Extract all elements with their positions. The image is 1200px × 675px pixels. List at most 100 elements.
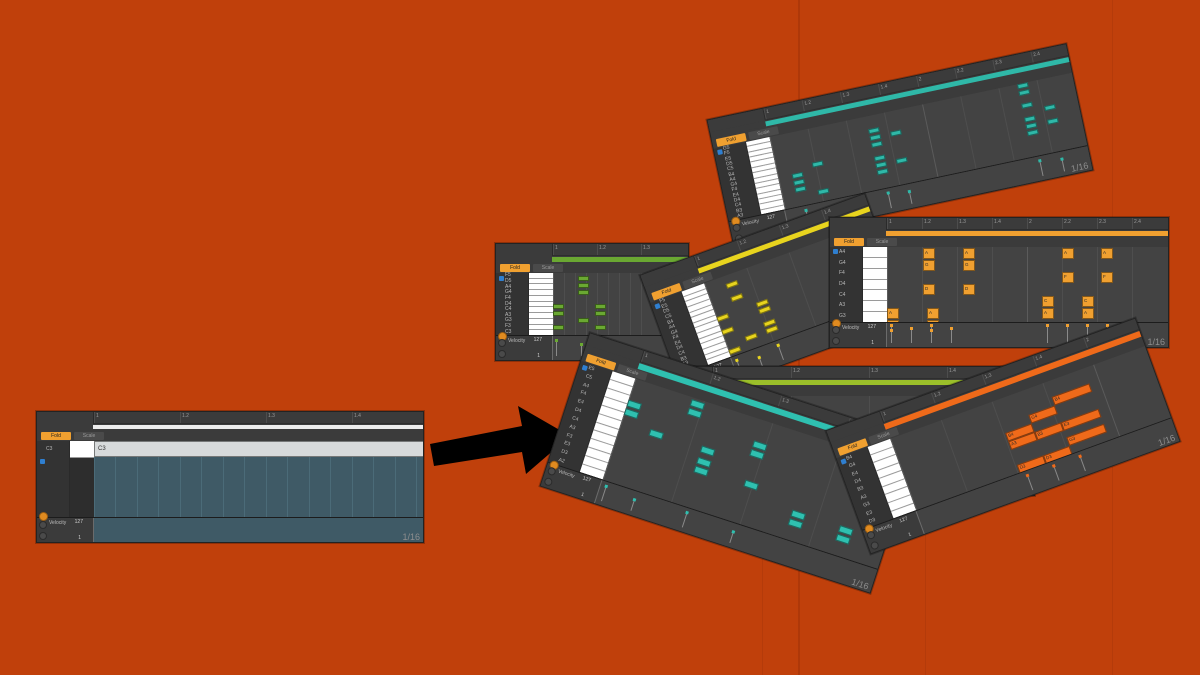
velocity-toggle-icon[interactable] bbox=[39, 521, 47, 529]
grid-resolution-label[interactable]: 1/16 bbox=[850, 576, 871, 592]
loop-brace-row[interactable] bbox=[830, 230, 1168, 236]
midi-note[interactable] bbox=[873, 154, 886, 162]
midi-note[interactable] bbox=[793, 178, 805, 186]
midi-note[interactable] bbox=[890, 129, 902, 137]
midi-note[interactable] bbox=[648, 428, 664, 440]
midi-note[interactable]: A bbox=[1082, 308, 1094, 319]
midi-note[interactable]: A bbox=[887, 308, 899, 319]
note-grid[interactable]: A G D A G D A G A G C A A F C A A F bbox=[887, 247, 1168, 322]
midi-note[interactable]: F bbox=[1101, 272, 1113, 283]
grid-resolution-label[interactable]: 1/16 bbox=[1070, 160, 1090, 174]
midi-note[interactable]: B3 bbox=[1034, 422, 1064, 441]
velocity-toggle-icon[interactable] bbox=[832, 326, 840, 334]
editor-body[interactable]: A4 G4 F4 D4 C4 A3 G3 A G bbox=[830, 247, 1168, 323]
velocity-expand-icon[interactable] bbox=[39, 532, 47, 540]
grid-resolution-label[interactable]: 1/16 bbox=[1147, 337, 1165, 347]
midi-note[interactable]: C bbox=[1082, 296, 1094, 307]
midi-note[interactable] bbox=[595, 325, 606, 330]
midi-note[interactable]: A bbox=[963, 248, 975, 259]
editor-body[interactable]: C3 C3 bbox=[37, 441, 423, 517]
fold-button[interactable]: Fold bbox=[41, 431, 71, 440]
key-column[interactable]: F5 D5 A4 G4 F4 D4 C4 A3 G3 F3 C3 bbox=[496, 273, 553, 336]
velocity-lane-row[interactable]: Velocity 127 1 1/16 bbox=[37, 517, 423, 542]
midi-note[interactable] bbox=[699, 445, 716, 457]
midi-note[interactable] bbox=[578, 283, 589, 288]
velocity-toggle-icon[interactable] bbox=[498, 339, 506, 347]
midi-note[interactable] bbox=[868, 127, 880, 135]
midi-note[interactable] bbox=[1024, 115, 1036, 123]
midi-note[interactable]: A bbox=[1042, 308, 1054, 319]
midi-note[interactable] bbox=[553, 325, 564, 330]
velocity-expand-icon[interactable] bbox=[869, 540, 880, 551]
midi-note[interactable] bbox=[725, 280, 739, 289]
loop-brace-row[interactable] bbox=[496, 256, 688, 262]
midi-note[interactable] bbox=[553, 304, 564, 309]
loop-brace[interactable] bbox=[552, 257, 688, 262]
velocity-expand-icon[interactable] bbox=[832, 337, 840, 345]
midi-note[interactable] bbox=[1025, 122, 1038, 130]
velocity-toggle-icon[interactable] bbox=[546, 466, 557, 477]
midi-note[interactable]: G bbox=[923, 260, 935, 271]
fold-button[interactable]: Fold bbox=[834, 237, 864, 246]
piano-keyboard[interactable] bbox=[528, 273, 553, 336]
midi-note[interactable] bbox=[595, 304, 606, 309]
midi-note[interactable] bbox=[1016, 82, 1029, 90]
midi-note[interactable]: D bbox=[963, 284, 975, 295]
midi-note[interactable] bbox=[1046, 117, 1059, 125]
midi-note[interactable]: D bbox=[923, 284, 935, 295]
midi-note[interactable] bbox=[1021, 101, 1033, 109]
midi-note[interactable]: A bbox=[923, 248, 935, 259]
midi-note[interactable] bbox=[1044, 103, 1056, 112]
midi-note[interactable] bbox=[876, 168, 889, 176]
midi-note[interactable]: A bbox=[1101, 248, 1113, 259]
time-ruler[interactable]: 1 1.2 1.3 1.4 bbox=[713, 367, 1034, 379]
midi-note[interactable]: G bbox=[927, 320, 939, 322]
midi-note[interactable] bbox=[811, 160, 824, 168]
source-midi-clip-panel[interactable]: 1 1.2 1.3 1.4 Fold Scale C3 bbox=[36, 411, 424, 543]
velocity-lane[interactable]: 1/16 bbox=[93, 518, 423, 542]
scale-button[interactable]: Scale bbox=[533, 263, 563, 272]
piano-keyboard[interactable] bbox=[69, 441, 94, 517]
midi-note[interactable]: G bbox=[963, 260, 975, 271]
time-ruler[interactable]: 1 1.2 1.3 1.4 bbox=[94, 412, 423, 424]
key-column[interactable]: A4 G4 F4 D4 C4 A3 G3 bbox=[830, 247, 887, 323]
midi-note[interactable]: A bbox=[1062, 248, 1074, 259]
midi-note[interactable] bbox=[1026, 129, 1039, 137]
note-grid[interactable]: C3 bbox=[94, 441, 423, 517]
midi-note[interactable] bbox=[716, 313, 730, 322]
grid-resolution-label[interactable]: 1/16 bbox=[1156, 432, 1177, 449]
midi-note[interactable] bbox=[869, 133, 882, 142]
midi-note[interactable] bbox=[794, 185, 807, 193]
piano-keyboard[interactable] bbox=[862, 247, 887, 323]
variation-panel-orange-bottom[interactable]: 1 1.2 1.3 1.4 2 Fold Scale B4 G4 E4 D4 bbox=[825, 317, 1181, 555]
velocity-toggle-icon[interactable] bbox=[731, 223, 742, 233]
midi-note[interactable] bbox=[721, 326, 735, 336]
scale-button[interactable]: Scale bbox=[867, 237, 897, 246]
grid-resolution-label[interactable]: 1/16 bbox=[402, 532, 420, 542]
midi-note[interactable] bbox=[870, 140, 883, 148]
midi-note[interactable] bbox=[595, 311, 606, 316]
fold-marker-icon[interactable] bbox=[39, 512, 48, 521]
velocity-expand-icon[interactable] bbox=[498, 350, 506, 358]
midi-note[interactable]: C3 bbox=[94, 441, 423, 457]
midi-note[interactable] bbox=[578, 276, 589, 281]
velocity-toggle-icon[interactable] bbox=[865, 530, 877, 541]
time-ruler[interactable]: 1 1.2 1.3 1.4 2 2.2 2.3 2.4 bbox=[887, 218, 1168, 230]
fold-button[interactable]: Fold bbox=[500, 263, 530, 272]
key-column[interactable]: C3 bbox=[37, 441, 94, 517]
midi-note[interactable] bbox=[817, 187, 830, 196]
midi-note[interactable] bbox=[743, 479, 759, 491]
midi-note[interactable]: F bbox=[1062, 272, 1074, 283]
midi-note[interactable]: B4 bbox=[1051, 383, 1093, 406]
midi-note[interactable] bbox=[578, 290, 589, 295]
loop-brace[interactable] bbox=[712, 380, 1034, 385]
midi-note[interactable]: C bbox=[1042, 296, 1054, 307]
velocity-expand-icon[interactable] bbox=[543, 476, 554, 487]
loop-brace[interactable] bbox=[886, 231, 1168, 236]
midi-note[interactable] bbox=[895, 156, 908, 165]
midi-note[interactable]: G bbox=[887, 320, 899, 322]
time-ruler[interactable]: 1 1.2 1.3 bbox=[553, 244, 688, 256]
scale-button[interactable]: Scale bbox=[74, 431, 104, 440]
midi-note[interactable] bbox=[875, 161, 888, 169]
midi-note[interactable] bbox=[744, 332, 758, 342]
